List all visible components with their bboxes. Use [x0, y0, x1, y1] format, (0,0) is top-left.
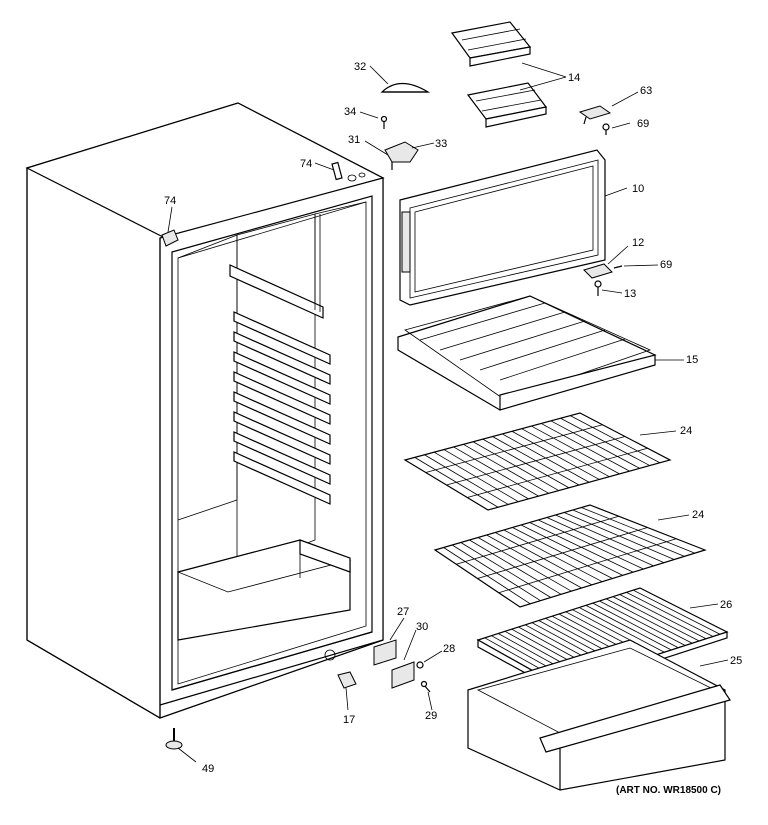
callout-27: 27	[397, 606, 409, 618]
callout-33: 33	[435, 138, 447, 150]
callout-31: 31	[348, 134, 360, 146]
art-number: (ART NO. WR18500 C)	[616, 785, 721, 796]
callout-26: 26	[720, 599, 732, 611]
callout-29: 29	[425, 710, 437, 722]
shelf-rails	[233, 311, 331, 505]
bottom-hinge-part	[373, 639, 431, 693]
callout-63: 63	[640, 85, 652, 97]
bracket-part	[578, 105, 612, 135]
callout-32: 32	[354, 61, 366, 73]
callout-28: 28	[443, 643, 455, 655]
upper-wire-shelf-part	[403, 412, 672, 511]
callout-15: 15	[686, 354, 698, 366]
callout-69-door: 69	[660, 259, 672, 271]
callout-30: 30	[416, 621, 428, 633]
callout-25: 25	[730, 655, 742, 667]
callout-34: 34	[344, 106, 356, 118]
callout-14: 14	[568, 72, 580, 84]
callout-49: 49	[202, 763, 214, 775]
crisper-drawer-part	[467, 639, 731, 791]
callout-10: 10	[632, 183, 644, 195]
chiller-tray-part	[397, 295, 657, 411]
roller-part	[337, 671, 357, 689]
freezer-door-part	[399, 149, 606, 306]
callout-24-lower: 24	[692, 509, 704, 521]
callout-12: 12	[632, 237, 644, 249]
refrigerator-cabinet	[25, 102, 385, 719]
callout-69-top: 69	[637, 118, 649, 130]
callout-74-hinge: 74	[164, 195, 176, 207]
leveling-leg-part	[165, 728, 183, 750]
callout-13: 13	[624, 288, 636, 300]
screw-34-part	[380, 115, 388, 129]
lower-wire-shelf-part	[433, 504, 707, 608]
callout-74-knob: 74	[300, 158, 312, 170]
light-shield-part	[380, 82, 431, 93]
callout-24-upper: 24	[680, 425, 692, 437]
ice-trays-part	[450, 21, 548, 128]
leader-lines	[167, 62, 729, 763]
callout-17: 17	[343, 714, 355, 726]
callout-labels: 32 14 63 34 69 31 33 74 10 74 12 69 13 1…	[164, 61, 742, 775]
door-hinge-part	[583, 263, 623, 296]
light-socket-part	[384, 141, 419, 170]
thermostat-knob-part	[331, 161, 343, 181]
